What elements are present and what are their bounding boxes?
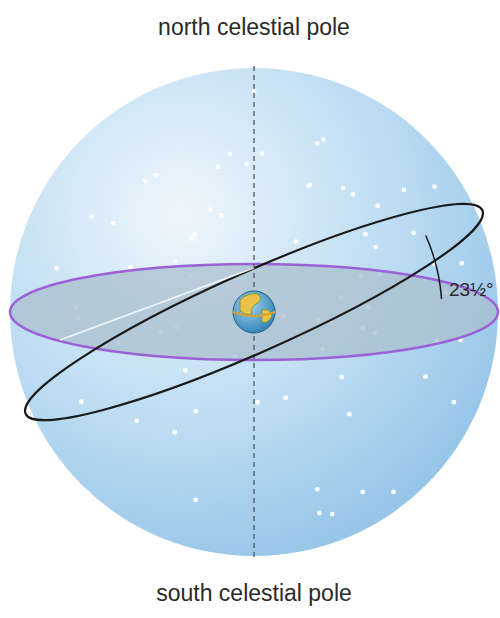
pole-label: north celestial pole [158, 14, 350, 41]
star [432, 184, 437, 189]
star [172, 430, 177, 435]
star [293, 239, 298, 244]
star [193, 232, 198, 237]
earth [233, 291, 275, 333]
angle-arc [426, 236, 442, 299]
star [373, 245, 378, 250]
star [283, 395, 288, 400]
star [154, 173, 159, 178]
star [401, 188, 406, 193]
star [193, 409, 198, 414]
star [330, 512, 335, 517]
star [255, 400, 260, 405]
star [219, 213, 224, 218]
star [411, 230, 416, 235]
star [189, 236, 194, 241]
star [363, 232, 368, 237]
star [317, 511, 322, 516]
star [360, 490, 365, 495]
star [134, 418, 139, 423]
star [321, 137, 326, 142]
star [216, 164, 221, 169]
star [208, 207, 213, 212]
star [173, 259, 178, 264]
star [391, 489, 396, 494]
star [308, 183, 313, 188]
star [339, 375, 344, 380]
star [341, 186, 346, 191]
pole-label: south celestial pole [156, 580, 352, 607]
star [111, 221, 116, 226]
star [347, 412, 352, 417]
star [375, 203, 380, 208]
star [183, 368, 188, 373]
star [89, 214, 94, 219]
star [54, 266, 59, 271]
star [350, 192, 355, 197]
ecliptic [9, 174, 498, 450]
star [459, 261, 464, 266]
star [315, 141, 320, 146]
star [193, 497, 198, 502]
angle-label: 23½° [449, 279, 494, 301]
star [244, 161, 249, 166]
star [451, 400, 456, 405]
star [260, 151, 265, 156]
star [423, 374, 428, 379]
star [128, 265, 133, 270]
star [228, 151, 233, 156]
star [315, 487, 320, 492]
star [143, 178, 148, 183]
star [79, 399, 84, 404]
ecliptic-highlight [60, 268, 254, 340]
